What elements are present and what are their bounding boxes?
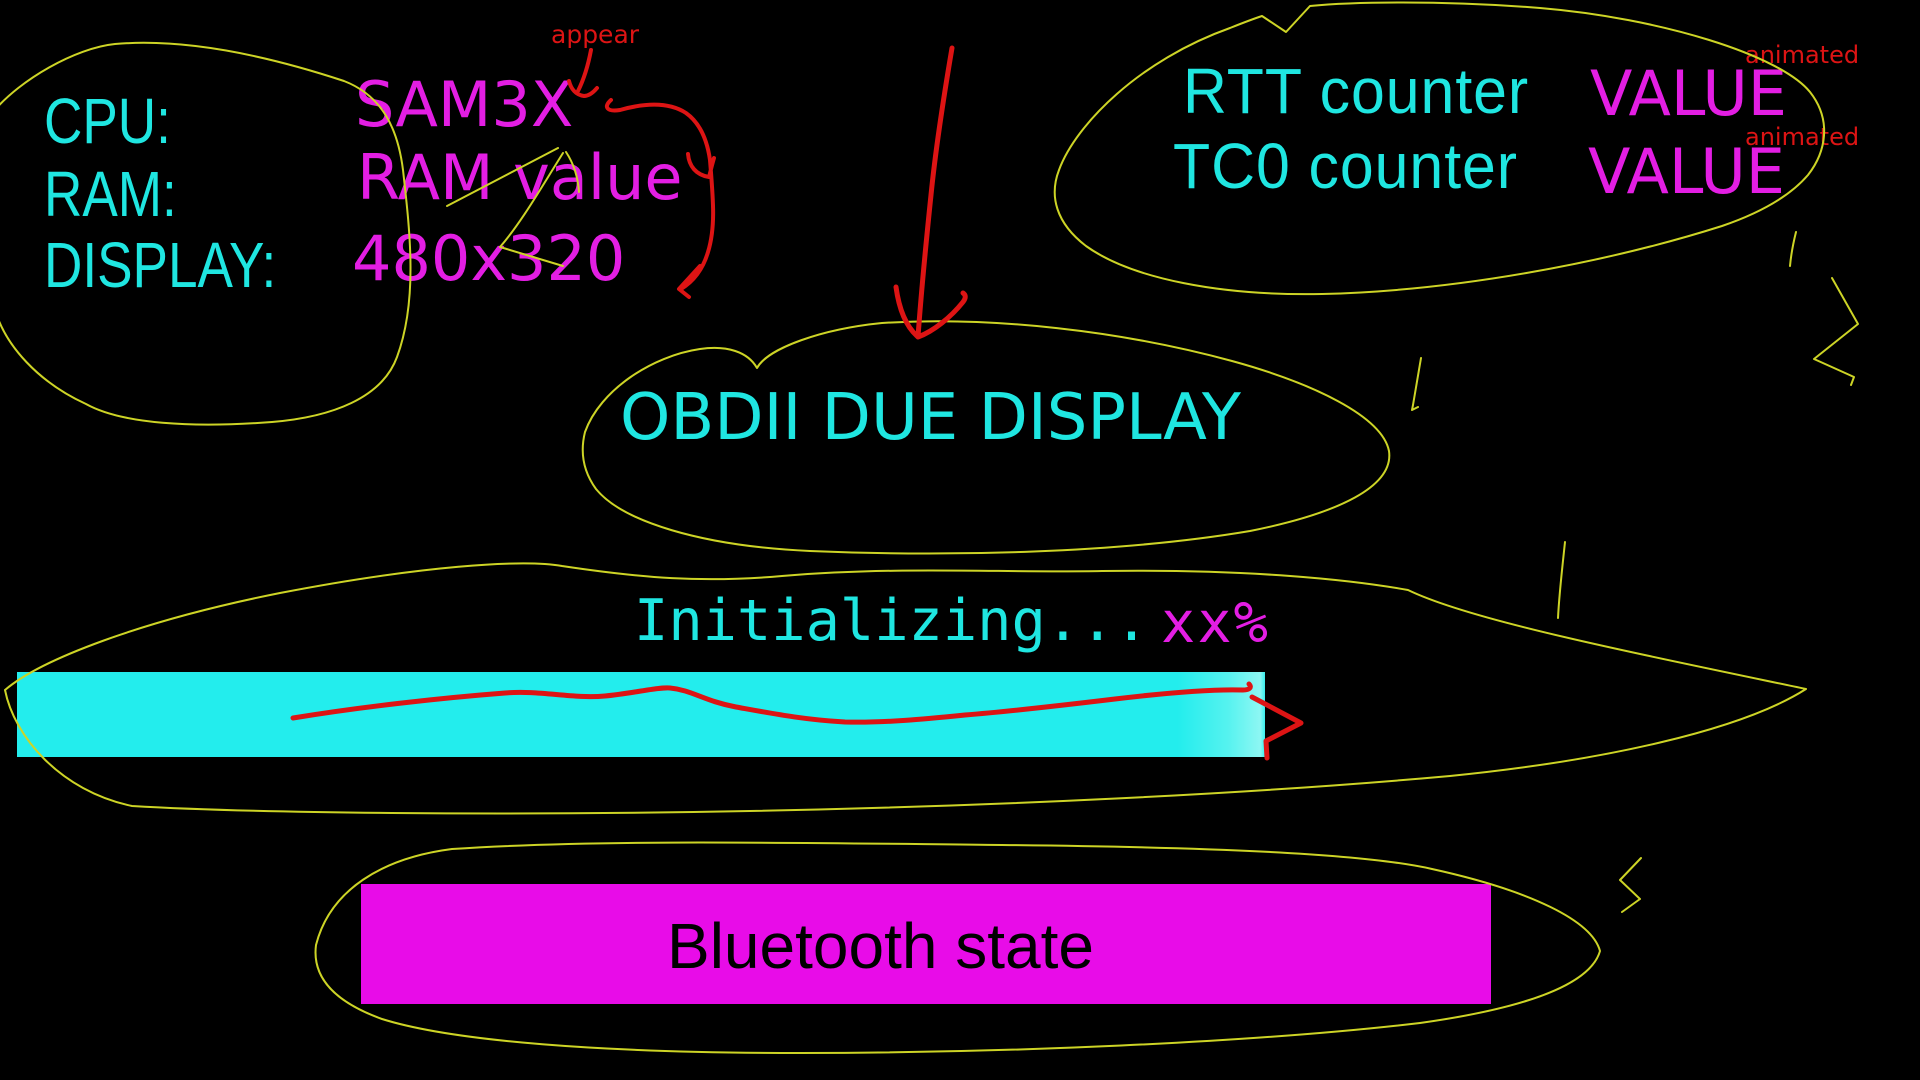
ram-label: RAM: <box>44 158 177 230</box>
cpu-label: CPU: <box>44 85 171 157</box>
bluetooth-status-label: Bluetooth state <box>667 910 1094 982</box>
init-percent: xx% <box>1161 590 1270 656</box>
init-status-text: Initializing... <box>634 588 1149 654</box>
cpu-value: SAM3X <box>355 68 574 141</box>
annotation-zigzag-right-edge <box>1813 277 1859 386</box>
annotation-stroke-mid-right <box>1557 541 1566 619</box>
title-pointer-arrow <box>893 45 968 340</box>
display-label: DISPLAY: <box>44 229 277 301</box>
tc0-animated-note: animated <box>1745 123 1860 151</box>
progress-bar <box>17 672 1265 757</box>
rtt-counter-value: VALUE <box>1590 57 1787 130</box>
ram-value: RAM value <box>357 141 683 214</box>
bluetooth-status-button[interactable]: Bluetooth state <box>361 884 1491 1004</box>
annotation-zigzag-bluetooth-right <box>1619 857 1642 913</box>
page-title: OBDII DUE DISPLAY <box>620 381 1241 455</box>
appear-annotation-note: appear <box>551 20 640 49</box>
rtt-counter-label: RTT counter <box>1183 55 1530 127</box>
annotation-stroke-right-of-title <box>1411 357 1422 411</box>
display-value: 480x320 <box>352 222 626 295</box>
tc0-counter-label: TC0 counter <box>1173 130 1518 202</box>
rtt-animated-note: animated <box>1745 41 1860 69</box>
